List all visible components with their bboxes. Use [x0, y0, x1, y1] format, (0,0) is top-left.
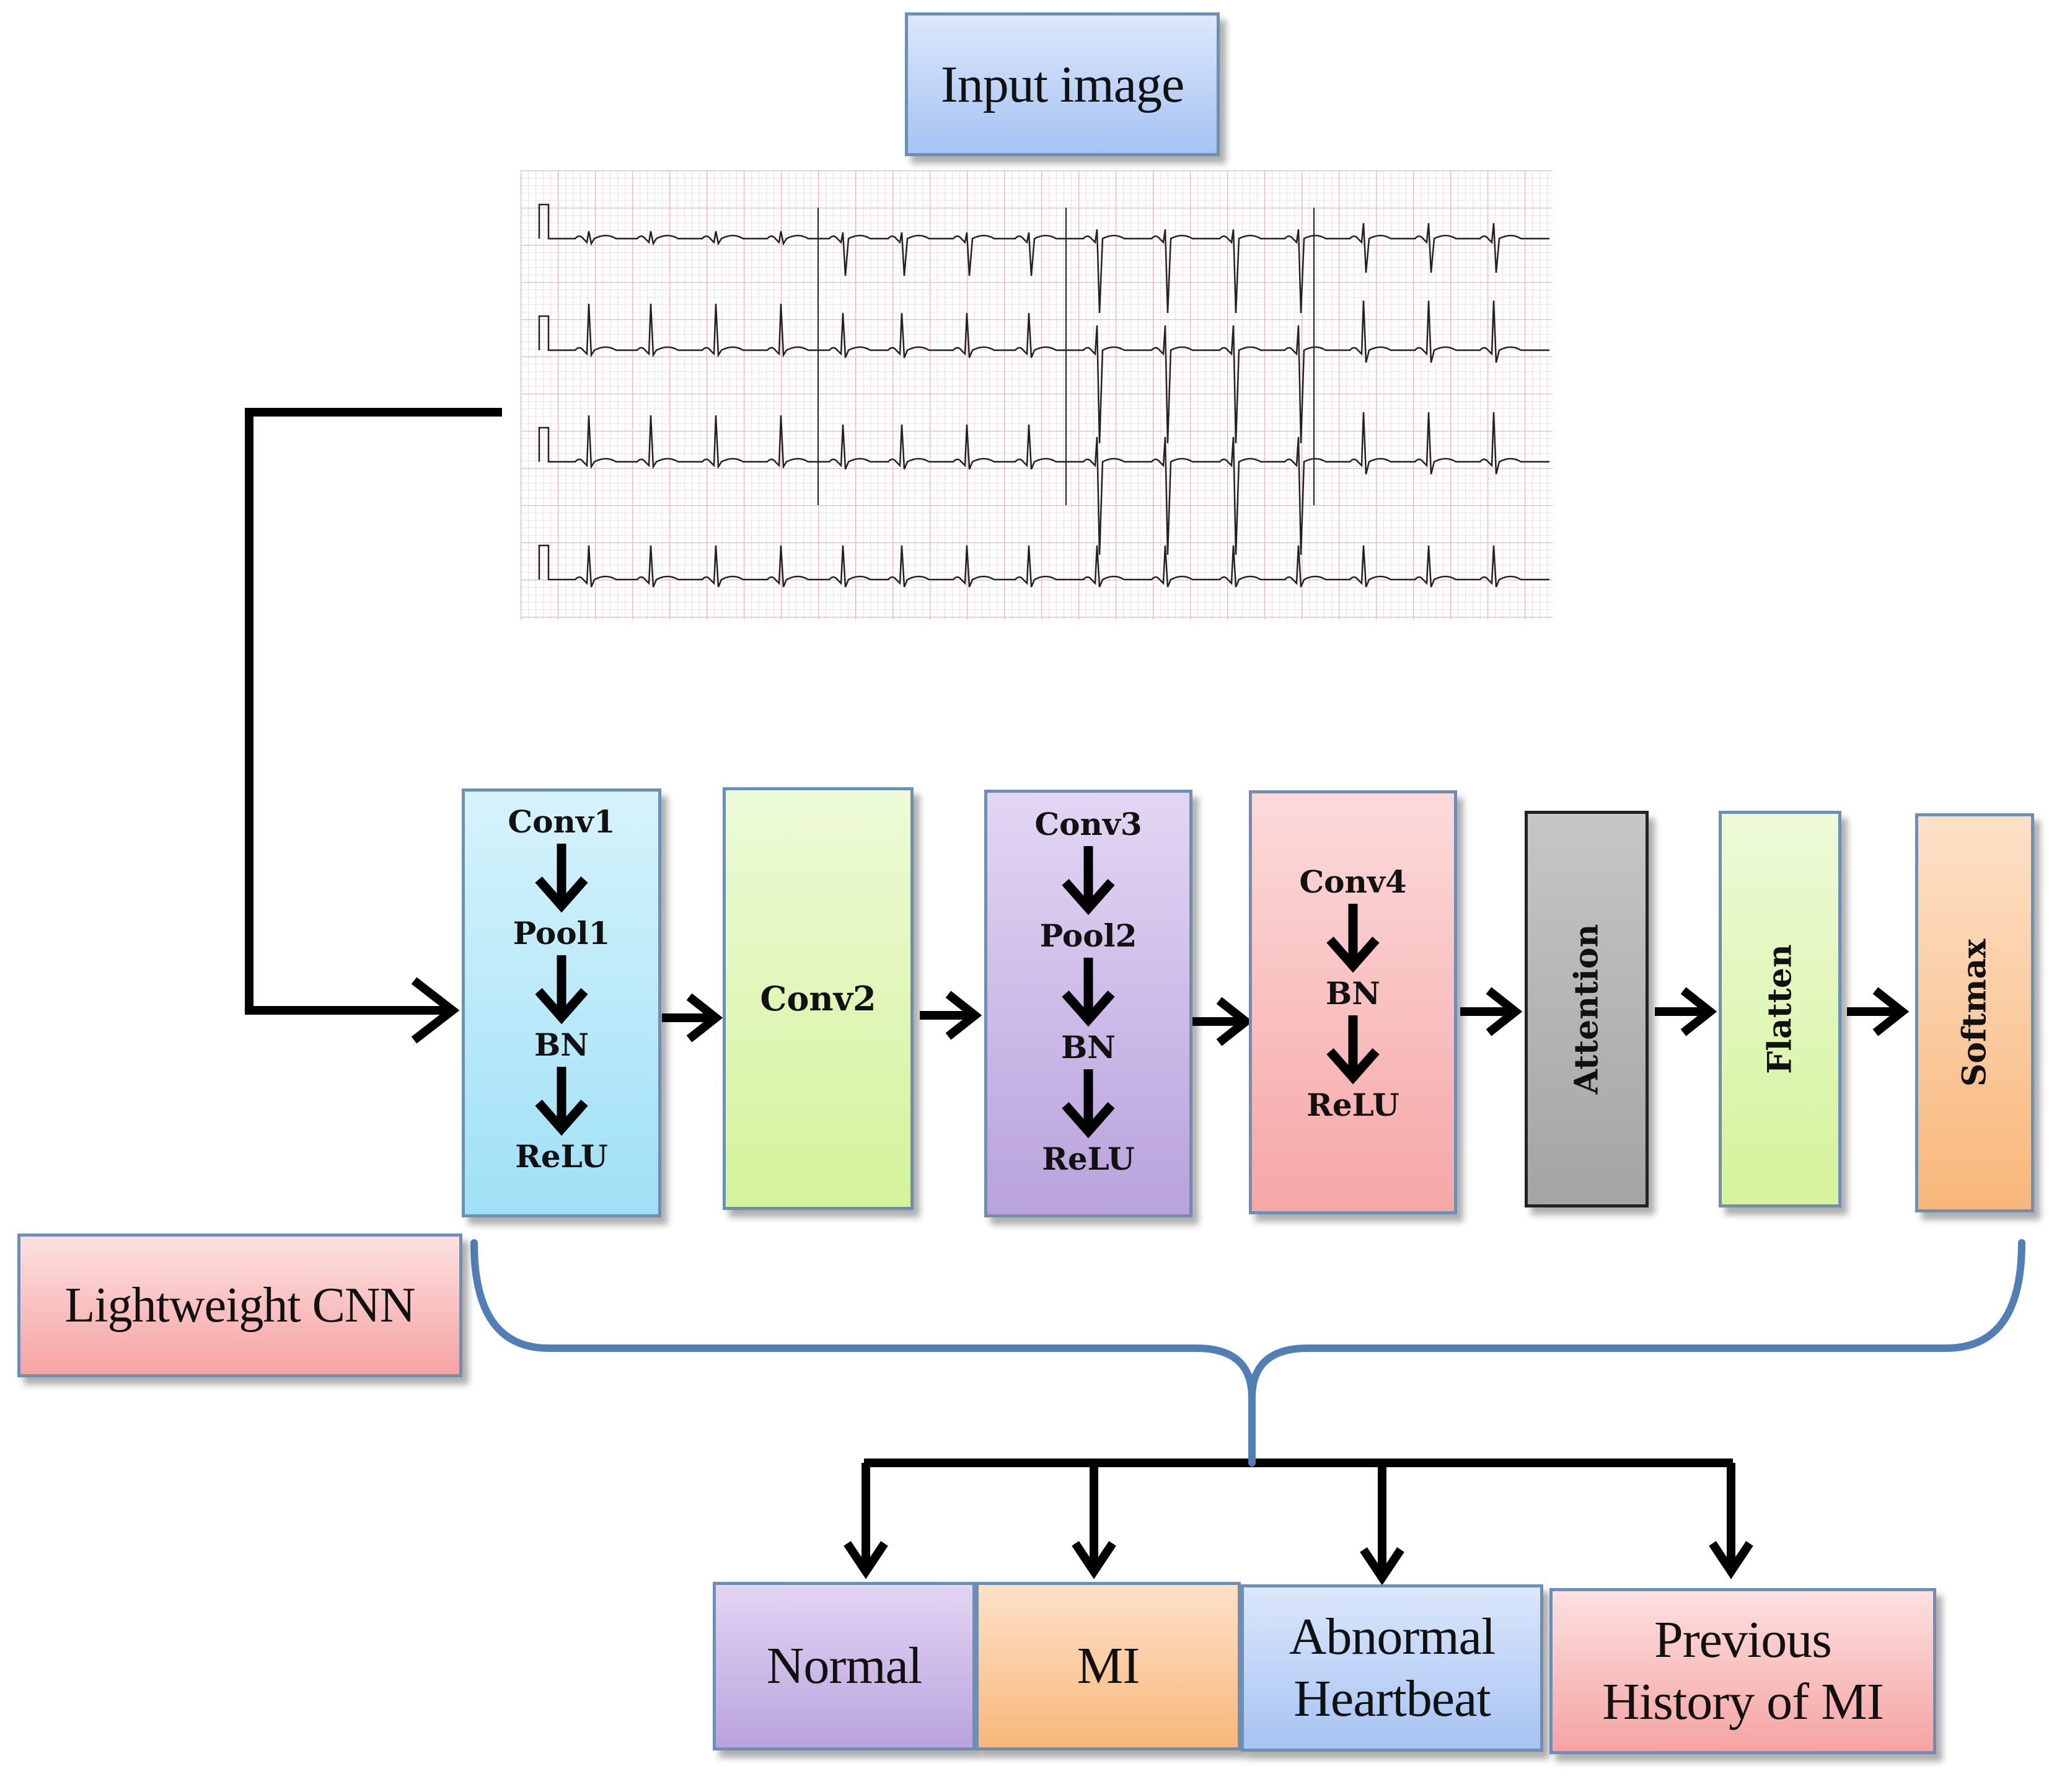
- block-conv2: Conv2: [723, 787, 914, 1210]
- flow-arrow-4: [1460, 987, 1523, 1036]
- lightweight-cnn-label-box: Lightweight CNN: [17, 1234, 462, 1377]
- output-mi: MI: [976, 1582, 1241, 1750]
- flow-arrow-3: [1192, 997, 1253, 1046]
- block-conv3: Conv3 Pool2 BN ReLU: [984, 790, 1192, 1217]
- layer-conv4: Conv4: [1299, 863, 1407, 900]
- layer-relu: ReLU: [1307, 1087, 1399, 1123]
- ecg-lead-trace: [538, 412, 1549, 555]
- output-arrow-normal: [844, 1463, 888, 1579]
- ecg-lead-trace: [538, 203, 1549, 314]
- output-arrow-mi: [1072, 1463, 1116, 1579]
- ecg-lead-trace: [538, 300, 1549, 444]
- block-flatten: Flatten: [1719, 811, 1841, 1207]
- input-connector-head: [411, 977, 460, 1044]
- flow-arrow-1: [662, 993, 723, 1043]
- ecg-traces: [538, 203, 1549, 588]
- ecg-grid: [521, 170, 1553, 620]
- layer-conv2: Conv2: [760, 979, 876, 1018]
- layer-conv1: Conv1: [508, 803, 615, 840]
- down-arrow-icon: [1062, 958, 1115, 1027]
- block-conv1: Conv1 Pool1 BN ReLU: [462, 788, 661, 1217]
- output-arrow-previous: [1709, 1463, 1753, 1579]
- ecg-image: [521, 170, 1553, 620]
- layer-relu: ReLU: [1042, 1141, 1135, 1177]
- block-softmax: Softmax: [1915, 813, 2034, 1212]
- layer-relu: ReLU: [515, 1138, 608, 1175]
- output-arrow-abnormal: [1360, 1463, 1404, 1586]
- output-normal: Normal: [713, 1582, 976, 1750]
- layer-conv3: Conv3: [1034, 806, 1142, 842]
- flow-arrow-5: [1655, 987, 1717, 1036]
- down-arrow-icon: [1326, 1015, 1380, 1085]
- lightweight-cnn-label: Lightweight CNN: [64, 1278, 416, 1333]
- layer-pool1: Pool1: [513, 915, 610, 951]
- input-image-label-box: Input image: [905, 12, 1220, 156]
- output-abnormal-label: Abnormal Heartbeat: [1289, 1608, 1496, 1728]
- layer-attention: Attention: [1567, 924, 1606, 1095]
- flow-arrow-2: [920, 991, 982, 1040]
- cnn-brace: [470, 1239, 2025, 1467]
- down-arrow-icon: [535, 844, 588, 913]
- output-previous-label: Previous History of MI: [1602, 1611, 1884, 1731]
- output-abnormal-heartbeat: Abnormal Heartbeat: [1241, 1584, 1543, 1752]
- layer-flatten: Flatten: [1761, 944, 1799, 1074]
- down-arrow-icon: [535, 955, 588, 1025]
- output-previous-history-mi: Previous History of MI: [1549, 1588, 1936, 1754]
- down-arrow-icon: [535, 1067, 588, 1136]
- layer-softmax: Softmax: [1955, 938, 1994, 1087]
- input-image-label: Input image: [940, 55, 1185, 113]
- block-conv4: Conv4 BN ReLU: [1249, 790, 1457, 1214]
- block-attention: Attention: [1525, 811, 1649, 1207]
- layer-bn: BN: [1061, 1029, 1116, 1066]
- layer-pool2: Pool2: [1039, 917, 1137, 954]
- output-normal-label: Normal: [766, 1637, 923, 1695]
- flow-arrow-6: [1847, 987, 1910, 1036]
- layer-bn: BN: [534, 1026, 589, 1063]
- output-mi-label: MI: [1077, 1637, 1140, 1695]
- ecg-lead-trace: [538, 544, 1549, 588]
- down-arrow-icon: [1326, 904, 1380, 973]
- down-arrow-icon: [1062, 846, 1115, 916]
- layer-bn: BN: [1326, 975, 1380, 1012]
- down-arrow-icon: [1062, 1069, 1115, 1139]
